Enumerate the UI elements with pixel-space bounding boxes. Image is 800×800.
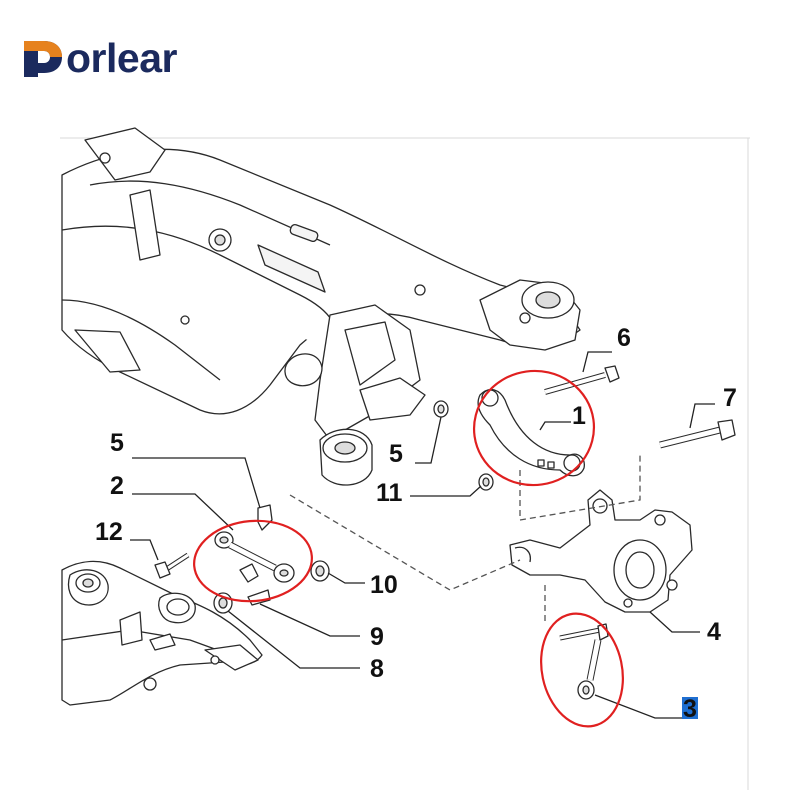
knuckle-4-part <box>509 489 693 613</box>
brand-logo: orlear <box>22 36 177 80</box>
highlight-vertical-link <box>540 612 624 728</box>
link-3-part <box>559 623 609 700</box>
brand-mark-icon <box>22 37 64 79</box>
bolt-12-part <box>154 552 190 579</box>
callout-11: 11 <box>376 479 403 507</box>
callout-9: 9 <box>370 623 384 651</box>
rear-subframe <box>61 127 581 486</box>
callout-5-left: 5 <box>110 429 124 457</box>
callout-1: 1 <box>572 402 586 430</box>
callout-6: 6 <box>617 324 631 352</box>
callout-12: 12 <box>95 518 123 546</box>
link-2-part <box>214 531 295 583</box>
callouts: 6 7 1 5 11 5 2 12 10 9 8 4 3 <box>95 324 737 723</box>
highlight-toe-link <box>193 519 313 603</box>
bolt-6-part <box>544 365 620 395</box>
bracket-9-part <box>247 589 271 606</box>
callout-5-right: 5 <box>389 440 403 468</box>
hardware-parts <box>154 365 736 700</box>
upper-arm-part <box>477 388 585 477</box>
callout-8: 8 <box>370 655 384 683</box>
callout-3: 3 <box>683 695 697 723</box>
callout-2: 2 <box>110 472 124 500</box>
lower-control-arm <box>61 560 263 706</box>
brand-name: orlear <box>66 35 177 81</box>
callout-10: 10 <box>370 571 398 599</box>
bracket-5-left-part <box>257 504 273 531</box>
bolt-7-part <box>659 419 736 449</box>
drawing-frame <box>60 137 750 790</box>
highlight-upper-arm <box>472 369 596 487</box>
callout-7: 7 <box>723 384 737 412</box>
callout-3-selection <box>682 697 698 719</box>
callout-4: 4 <box>707 618 721 646</box>
highlight-ellipses <box>193 369 624 728</box>
leader-lines <box>130 351 715 719</box>
